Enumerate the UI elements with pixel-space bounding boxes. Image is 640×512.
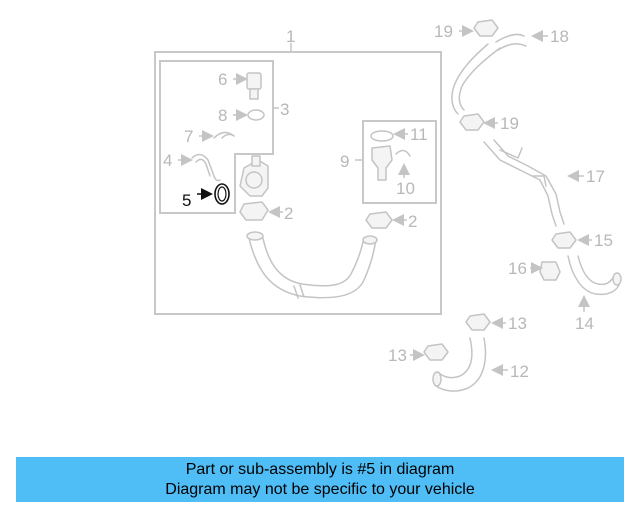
callout-12[interactable]: 12 [510, 362, 529, 381]
part-12-hose[interactable]: 12 [432, 337, 529, 392]
callout-10[interactable]: 10 [396, 179, 415, 198]
callout-15[interactable]: 15 [594, 231, 613, 250]
callout-2-right[interactable]: 2 [408, 212, 417, 231]
thermostat-housing [239, 155, 269, 197]
callout-19-upper[interactable]: 19 [434, 22, 453, 41]
part-14-hose[interactable]: 14 [567, 255, 622, 333]
subassembly-9-frame: 9 [340, 120, 437, 204]
part-4-wire-clip[interactable]: 4 [163, 151, 221, 182]
part-19-clamp-upper[interactable]: 19 [434, 19, 499, 41]
part-17-tube[interactable]: 17 [483, 139, 605, 227]
part-19-clamp-lower[interactable]: 19 [459, 113, 519, 133]
part-2-clamp-right[interactable]: 2 [365, 211, 417, 231]
callout-8[interactable]: 8 [218, 106, 227, 125]
callout-4[interactable]: 4 [163, 151, 172, 170]
banner-line-1: Part or sub-assembly is #5 in diagram [185, 461, 455, 478]
part-13-clamp-lower[interactable]: 13 [388, 343, 449, 365]
callout-11[interactable]: 11 [410, 125, 428, 144]
part-7-clip[interactable]: 7 [184, 127, 235, 146]
callout-18[interactable]: 18 [550, 27, 569, 46]
callout-2-left[interactable]: 2 [284, 204, 293, 223]
banner-line-2: Diagram may not be specific to your vehi… [165, 481, 475, 498]
callout-13-upper[interactable]: 13 [508, 314, 527, 333]
part-10-clip[interactable]: 10 [395, 149, 415, 198]
part-16-clamp[interactable]: 16 [508, 259, 561, 281]
assembly-1-frame: 1 [154, 27, 442, 315]
part-13-clamp-upper[interactable]: 13 [465, 313, 527, 333]
callout-19-lower[interactable]: 19 [500, 114, 519, 133]
callout-16[interactable]: 16 [508, 259, 527, 278]
callout-1[interactable]: 1 [286, 27, 295, 46]
subassembly-3-frame: 3 [159, 60, 289, 214]
coolant-hose-main [246, 231, 378, 299]
callout-14[interactable]: 14 [575, 314, 594, 333]
part-5-o-ring[interactable]: 5 [182, 183, 230, 210]
part-2-clamp-left[interactable]: 2 [239, 201, 293, 223]
callout-13-lower[interactable]: 13 [388, 346, 407, 365]
callout-3[interactable]: 3 [280, 100, 289, 119]
info-banner: Part or sub-assembly is #5 in diagram Di… [16, 457, 624, 502]
parts-diagram: 1 3 6 8 7 4 5 [154, 19, 622, 392]
callout-9[interactable]: 9 [340, 152, 349, 171]
part-8-o-ring[interactable]: 8 [218, 106, 265, 125]
callout-17[interactable]: 17 [586, 167, 605, 186]
part-6-bleeder-screw[interactable]: 6 [218, 70, 262, 100]
part-9-connector[interactable] [371, 145, 393, 181]
part-11-seal[interactable]: 11 [370, 125, 428, 144]
part-18-pipe[interactable]: 18 [451, 27, 569, 115]
callout-7[interactable]: 7 [184, 127, 193, 146]
callout-6[interactable]: 6 [218, 70, 227, 89]
part-15-clamp[interactable]: 15 [551, 231, 613, 250]
callout-5[interactable]: 5 [182, 191, 191, 210]
